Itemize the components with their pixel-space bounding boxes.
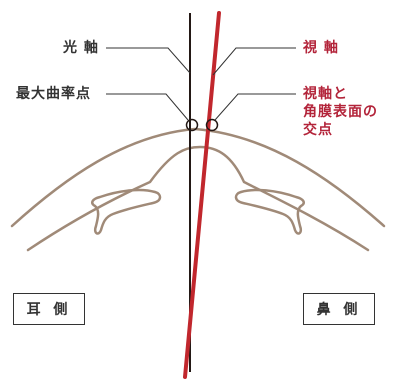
intersection-label-line-1: 視軸と <box>303 86 348 102</box>
visual-axis-line <box>183 11 221 379</box>
intersection-label-line-2: 角膜表面の <box>303 104 378 120</box>
intersection-label-line-3: 交点 <box>303 122 333 138</box>
intersection-label: 視軸と 角膜表面の 交点 <box>303 85 378 139</box>
optical-axis-leader <box>106 47 191 74</box>
max-curvature-point-label: 最大曲率点 <box>16 86 91 102</box>
visual-axis-leader <box>212 47 296 76</box>
iris-right <box>234 188 305 235</box>
optical-axis-label: 光 軸 <box>63 40 99 56</box>
nasal-side-box: 鼻 側 <box>303 293 375 325</box>
cornea-inner-outline <box>26 145 370 252</box>
temporal-side-box: 耳 側 <box>13 293 85 325</box>
visual-axis-label: 視 軸 <box>303 40 339 56</box>
cornea-outline <box>10 127 386 228</box>
max-curvature-leader <box>106 93 189 121</box>
max-curvature-point-marker <box>185 118 199 132</box>
iris-left <box>91 188 162 235</box>
intersection-leader <box>214 93 296 121</box>
visual-axis-intersection-marker <box>205 118 219 132</box>
